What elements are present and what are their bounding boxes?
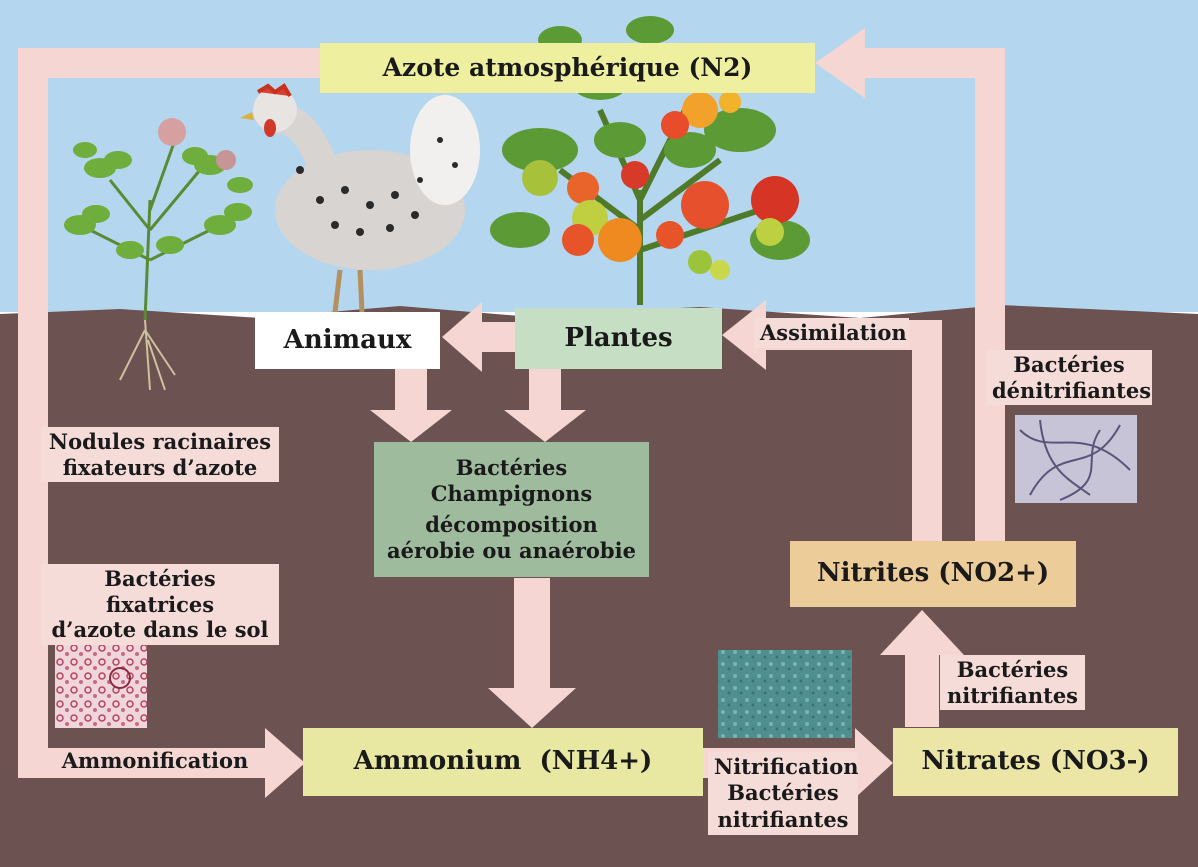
assimilation-text: Assimilation	[760, 320, 907, 345]
atmospheric-nitrogen-label: Azote atmosphérique (N2)	[382, 53, 753, 82]
nitrates-label: Nitrates (NO3-)	[921, 746, 1150, 777]
nitrification-label: Nitrification Bactéries nitrifiantes	[708, 752, 859, 835]
denitrifying-line-2: dénitrifiantes	[992, 377, 1152, 403]
denitrifying-line-1: Bactéries	[1013, 352, 1125, 377]
node-ammonium: Ammonium (NH4+)	[303, 728, 703, 796]
decomposers-line-3: décomposition	[425, 512, 598, 537]
hen-icon	[240, 83, 480, 313]
soil-fixing-line-2: d’azote dans le sol	[51, 617, 269, 643]
node-atmospheric-nitrogen: Azote atmosphérique (N2)	[320, 43, 815, 93]
nitrites-label: Nitrites (NO2+)	[816, 558, 1050, 589]
ammonification-label: Ammonification	[55, 746, 255, 776]
ammonium-label: Ammonium (NH4+)	[353, 746, 653, 777]
decomposers-line-4: aérobie ou anaérobie	[387, 538, 636, 564]
soil-fixing-bacteria-label: Bactéries fixatrices d’azote dans le sol	[41, 564, 279, 645]
node-plants: Plantes	[515, 308, 722, 369]
denitrifying-bacteria-label: Bactéries dénitrifiantes	[986, 350, 1152, 406]
nitrifying-bacteria-label: Bactéries nitrifiantes	[940, 655, 1085, 711]
node-nitrates: Nitrates (NO3-)	[893, 728, 1178, 796]
assimilation-label: Assimilation	[754, 318, 909, 348]
soil-fixing-line-1: Bactéries fixatrices	[104, 566, 216, 617]
nitrification-line-3: nitrifiantes	[717, 806, 849, 832]
node-nitrites: Nitrites (NO2+)	[790, 541, 1076, 607]
root-nodules-line-1: Nodules racinaires	[48, 429, 272, 454]
root-nodules-label: Nodules racinaires fixateurs d’azote	[41, 427, 279, 483]
node-animals: Animaux	[255, 312, 440, 369]
soil	[0, 305, 1198, 867]
ammonification-text: Ammonification	[61, 748, 249, 773]
animals-label: Animaux	[283, 324, 412, 355]
decomposers-line-2: Champignons	[430, 480, 593, 506]
nitrifying-line-2: nitrifiantes	[946, 682, 1078, 708]
plants-label: Plantes	[564, 322, 673, 353]
decomposers-line-1: Bactéries	[455, 454, 568, 480]
clover-plant-icon	[64, 118, 253, 391]
nitrification-line-1: Nitrification	[714, 754, 859, 779]
nitrifying-line-1: Bactéries	[956, 657, 1069, 682]
nitrifying-bacteria-micrograph-icon	[718, 650, 852, 738]
nitrification-line-2: Bactéries	[727, 780, 839, 806]
node-decomposers: Bactéries Champignons décomposition aéro…	[374, 442, 649, 577]
root-nodules-line-2: fixateurs d’azote	[62, 454, 258, 480]
